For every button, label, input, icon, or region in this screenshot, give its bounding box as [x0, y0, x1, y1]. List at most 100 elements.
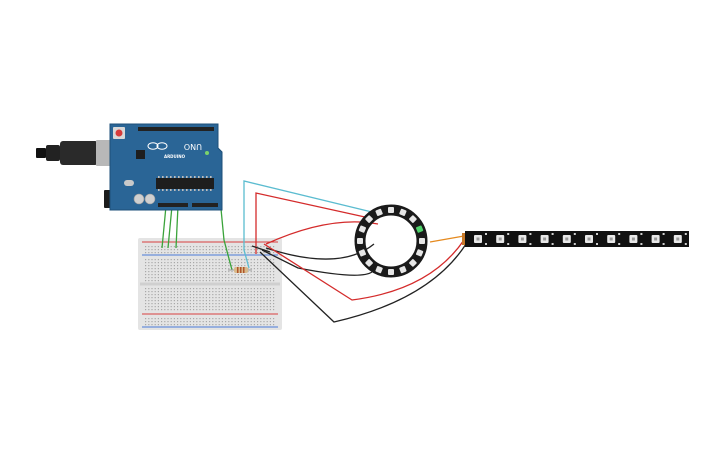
breadboard-hole: [241, 277, 243, 279]
breadboard-hole: [221, 291, 223, 293]
ring-pixel-lit: [415, 225, 424, 233]
chip-pin: [170, 189, 172, 191]
breadboard-hole: [266, 280, 268, 282]
breadboard-hole: [212, 280, 214, 282]
breadboard-hole: [183, 288, 185, 290]
breadboard-hole: [250, 277, 252, 279]
breadboard-hole: [266, 274, 268, 276]
breadboard-hole: [154, 249, 156, 251]
breadboard-hole: [250, 271, 252, 273]
breadboard-hole: [196, 268, 198, 270]
breadboard-hole: [221, 306, 223, 308]
breadboard-hole: [241, 318, 243, 320]
breadboard-hole: [154, 324, 156, 326]
breadboard-hole: [266, 306, 268, 308]
breadboard-hole: [145, 306, 147, 308]
breadboard-hole: [193, 291, 195, 293]
breadboard-hole: [209, 321, 211, 323]
breadboard-hole: [167, 268, 169, 270]
strip-pad: [662, 233, 665, 235]
breadboard-hole: [218, 246, 220, 248]
resistor[interactable]: [228, 267, 252, 273]
wire-red-ring-power: [255, 192, 375, 254]
breadboard-hole: [157, 262, 159, 264]
breadboard-hole: [186, 262, 188, 264]
breadboard-hole: [273, 294, 275, 296]
breadboard-hole: [234, 306, 236, 308]
breadboard-hole: [199, 309, 201, 311]
breadboard-hole: [183, 274, 185, 276]
breadboard[interactable]: [138, 238, 282, 330]
breadboard-hole: [183, 280, 185, 282]
breadboard-hole: [151, 271, 153, 273]
breadboard-hole: [269, 303, 271, 305]
breadboard-hole: [266, 271, 268, 273]
breadboard-hole: [145, 318, 147, 320]
breadboard-hole: [247, 252, 249, 254]
breadboard-hole: [186, 321, 188, 323]
breadboard-hole: [225, 291, 227, 293]
breadboard-hole: [173, 318, 175, 320]
breadboard-hole: [199, 262, 201, 264]
breadboard-hole: [212, 268, 214, 270]
neopixel-ring[interactable]: [354, 204, 428, 278]
breadboard-hole: [148, 321, 150, 323]
breadboard-hole: [250, 318, 252, 320]
breadboard-hole: [250, 291, 252, 293]
ring-pixel: [409, 215, 417, 223]
resistor-band-3: [243, 267, 245, 273]
breadboard-hole: [209, 303, 211, 305]
breadboard-hole: [244, 246, 246, 248]
breadboard-hole: [225, 259, 227, 261]
breadboard-hole: [221, 321, 223, 323]
ring-pixels: [357, 207, 425, 275]
led-strip[interactable]: [462, 231, 689, 247]
breadboard-hole: [193, 259, 195, 261]
breadboard-hole: [205, 300, 207, 302]
breadboard-hole: [253, 318, 255, 320]
capacitor-1: [133, 193, 145, 205]
breadboard-hole: [148, 300, 150, 302]
analog-header: [192, 203, 218, 207]
breadboard-hole: [186, 303, 188, 305]
breadboard-hole: [202, 259, 204, 261]
breadboard-hole: [189, 288, 191, 290]
breadboard-hole: [231, 303, 233, 305]
breadboard-hole: [218, 262, 220, 264]
breadboard-hole: [167, 294, 169, 296]
breadboard-hole: [231, 309, 233, 311]
breadboard-hole: [177, 249, 179, 251]
breadboard-hole: [164, 249, 166, 251]
chip-pin: [182, 176, 184, 178]
breadboard-hole: [260, 259, 262, 261]
breadboard-hole: [225, 252, 227, 254]
breadboard-hole: [202, 309, 204, 311]
breadboard-hole: [218, 321, 220, 323]
reset-button[interactable]: [115, 129, 123, 137]
breadboard-hole: [161, 321, 163, 323]
breadboard-hole: [237, 303, 239, 305]
breadboard-hole: [221, 259, 223, 261]
breadboard-hole: [193, 268, 195, 270]
breadboard-hole: [196, 321, 198, 323]
breadboard-hole: [148, 252, 150, 254]
breadboard-hole: [157, 249, 159, 251]
breadboard-hole: [225, 249, 227, 251]
breadboard-hole: [241, 306, 243, 308]
chip-pin: [198, 189, 200, 191]
breadboard-hole: [237, 324, 239, 326]
breadboard-hole: [177, 259, 179, 261]
breadboard-hole: [177, 303, 179, 305]
usb-cable: [36, 141, 98, 165]
breadboard-hole: [266, 265, 268, 267]
breadboard-hole: [212, 291, 214, 293]
ring-pixel: [358, 225, 367, 233]
breadboard-hole: [154, 259, 156, 261]
breadboard-hole: [247, 246, 249, 248]
breadboard-hole: [157, 277, 159, 279]
breadboard-hole: [253, 262, 255, 264]
arduino-uno-board[interactable]: ARDUINO UNO: [36, 123, 223, 211]
breadboard-hole: [148, 246, 150, 248]
breadboard-hole: [260, 300, 262, 302]
breadboard-hole: [167, 324, 169, 326]
